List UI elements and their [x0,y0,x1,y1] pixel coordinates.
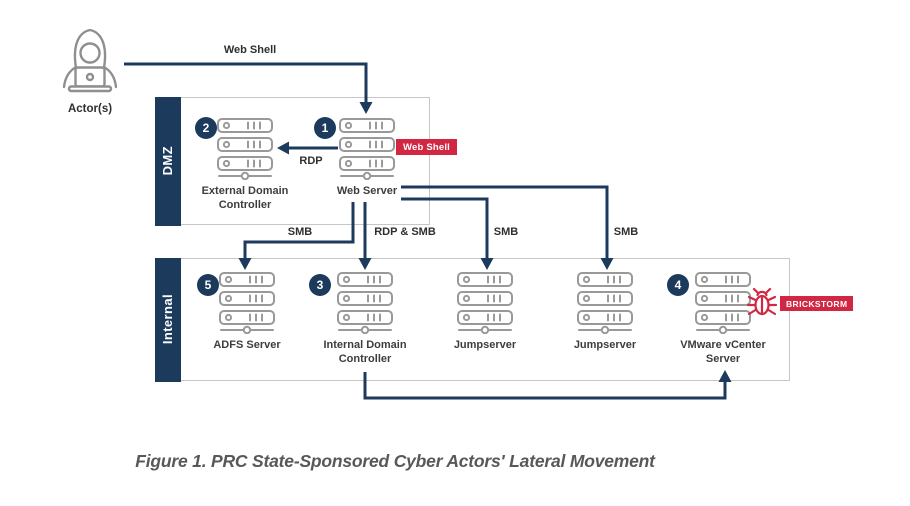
zone-internal-bar: Internal [154,257,181,382]
server-icon [337,272,393,334]
zone-dmz-bar: DMZ [154,96,181,226]
step-badge-1: 1 [314,117,336,139]
webshell-tag: Web Shell [396,139,458,155]
edge-label-web-shell: Web Shell [223,44,277,56]
node-external-domain-controller: 2 External Domain Controller [185,117,305,213]
node-label: VMware vCenter Server [680,339,766,365]
edge-webserver-to-jumpserver2 [401,185,609,260]
bug-icon [746,287,778,316]
node-jumpserver-1: Jumpserver [425,272,545,353]
node-label: Web Server [336,185,398,197]
server-icon [219,272,275,334]
figure-caption: Figure 1. PRC State-Sponsored Cyber Acto… [135,451,655,471]
node-label: Internal Domain Controller [323,339,407,365]
actor-group: Actor(s) [40,24,140,115]
edge-label-rdp: RDP [299,155,323,167]
hacker-actor-icon [62,28,118,93]
node-jumpserver-2: Jumpserver [545,272,665,353]
node-label: ADFS Server [213,339,281,351]
server-icon [339,118,395,180]
node-web-server: 1 Web Server [307,117,427,199]
step-badge-2: 2 [195,117,217,139]
edge-label-smb-jumpserver2: SMB [613,226,639,238]
edge-label-smb-adfs: SMB [287,226,313,238]
brickstorm-tag: BRICKSTORM [780,296,854,311]
actor-label: Actor(s) [67,103,113,115]
node-vmware-vcenter-server: 4 VMware vCenter Server [663,272,783,367]
node-internal-domain-controller: 3 Internal Domain Controller [305,272,425,367]
node-adfs-server: 5 ADFS Server [187,272,307,353]
server-icon [457,272,513,334]
node-label: Jumpserver [453,339,517,351]
step-badge-4: 4 [667,274,689,296]
zone-dmz-label: DMZ [160,146,175,176]
node-label: Jumpserver [573,339,637,351]
step-badge-5: 5 [197,274,219,296]
node-label: External Domain Controller [201,185,289,211]
step-badge-3: 3 [309,274,331,296]
zone-internal-label: Internal [160,294,175,345]
edge-label-smb-jumpserver1: SMB [493,226,519,238]
server-icon [217,118,273,180]
server-icon [577,272,633,334]
server-icon [695,272,751,334]
edge-label-rdp-smb: RDP & SMB [374,226,436,238]
